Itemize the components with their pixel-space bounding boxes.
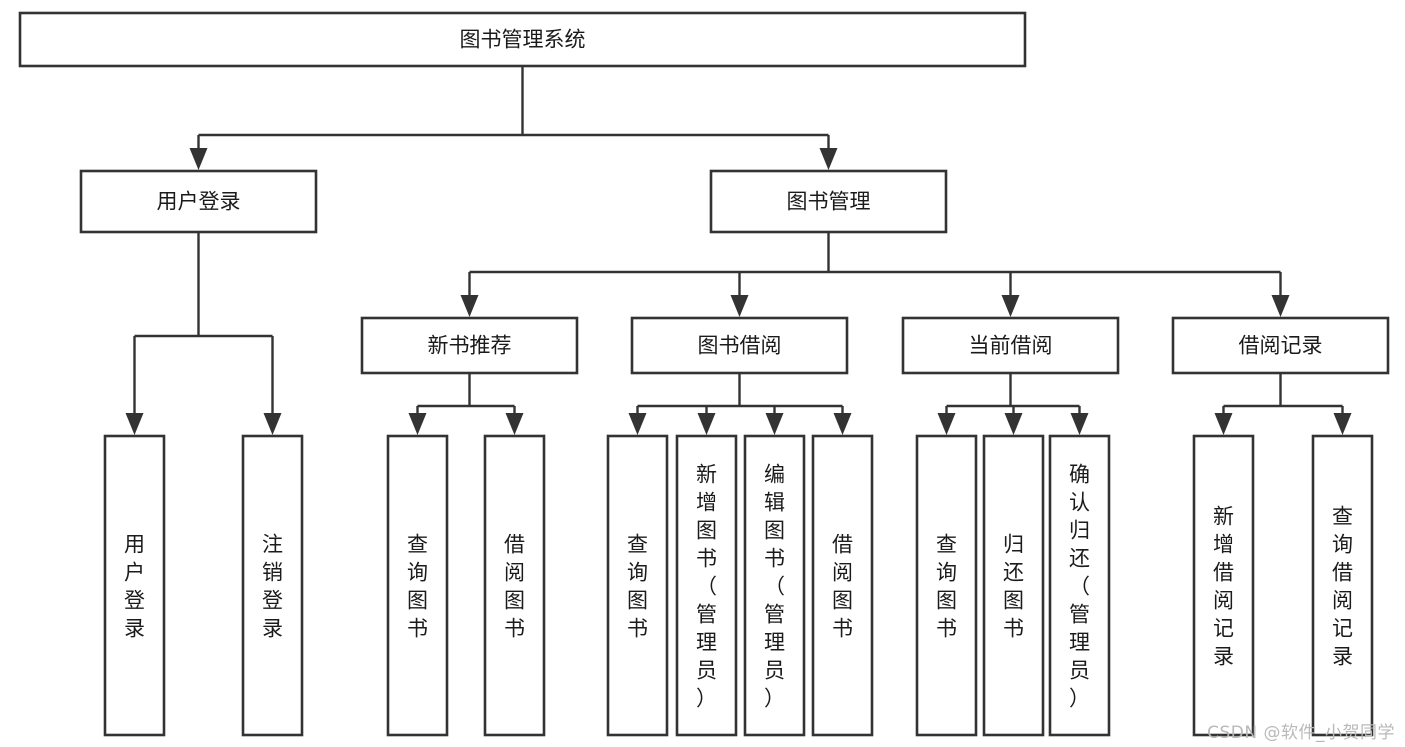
node-leaf-return-book[interactable]: 归还图书 <box>982 434 1045 737</box>
node-box-leaf-query-book-2[interactable] <box>606 434 669 737</box>
node-box-leaf-query-record[interactable] <box>1311 434 1374 737</box>
node-user-login[interactable]: 用户登录 <box>79 169 318 234</box>
arrow-head-icon <box>765 413 784 435</box>
edge-group-userlogin-to-leaves <box>125 232 282 435</box>
node-label-borrow-record: 借阅记录 <box>1239 334 1323 358</box>
node-box-user-login[interactable] <box>79 169 318 234</box>
node-label-leaf-query-record: 查询借阅记录 <box>1332 504 1353 668</box>
node-leaf-add-record[interactable]: 新增借阅记录 <box>1192 434 1255 737</box>
edge-group-bookmanage-to-level2 <box>460 232 1290 317</box>
arrow-head-icon <box>937 413 956 435</box>
edge-group-record-to-leaves <box>1214 373 1352 435</box>
node-box-leaf-query-book-3[interactable] <box>915 434 978 737</box>
node-box-leaf-return-book[interactable] <box>982 434 1045 737</box>
node-leaf-edit-book[interactable]: 编辑图书（管理员） <box>743 434 806 737</box>
node-layer: 图书管理系统用户登录图书管理新书推荐图书借阅当前借阅借阅记录用户登录注销登录查询… <box>18 11 1390 737</box>
node-book-borrow[interactable]: 图书借阅 <box>630 316 849 375</box>
node-box-leaf-add-record[interactable] <box>1192 434 1255 737</box>
node-root[interactable]: 图书管理系统 <box>18 11 1027 68</box>
node-box-leaf-user-login[interactable] <box>103 434 166 737</box>
node-box-leaf-borrow-book-1[interactable] <box>483 434 546 737</box>
arrow-head-icon <box>1333 413 1352 435</box>
node-box-leaf-edit-book[interactable] <box>743 434 806 737</box>
node-box-new-book-rec[interactable] <box>360 316 579 375</box>
node-label-leaf-query-book-1: 查询图书 <box>407 532 428 640</box>
node-leaf-borrow-book-2[interactable]: 借阅图书 <box>811 434 874 737</box>
arrow-head-icon <box>628 413 647 435</box>
arrow-head-icon <box>1271 295 1290 317</box>
arrow-head-icon <box>697 413 716 435</box>
edge-group-root-to-level1 <box>189 66 838 170</box>
arrow-head-icon <box>1070 413 1089 435</box>
node-leaf-borrow-book-1[interactable]: 借阅图书 <box>483 434 546 737</box>
node-label-leaf-edit-book: 编辑图书（管理员） <box>764 462 785 710</box>
node-leaf-logout[interactable]: 注销登录 <box>241 434 304 737</box>
node-box-current-borrow[interactable] <box>901 316 1120 375</box>
arrow-head-icon <box>819 148 838 170</box>
node-box-borrow-record[interactable] <box>1171 316 1390 375</box>
arrow-head-icon <box>1004 413 1023 435</box>
node-current-borrow[interactable]: 当前借阅 <box>901 316 1120 375</box>
node-leaf-add-book[interactable]: 新增图书（管理员） <box>675 434 738 737</box>
arrow-head-icon <box>189 148 208 170</box>
node-label-user-login: 用户登录 <box>157 190 241 214</box>
node-label-book-borrow: 图书借阅 <box>698 334 782 358</box>
node-box-book-borrow[interactable] <box>630 316 849 375</box>
node-book-manage[interactable]: 图书管理 <box>709 169 948 234</box>
node-borrow-record[interactable]: 借阅记录 <box>1171 316 1390 375</box>
node-label-new-book-rec: 新书推荐 <box>428 334 512 358</box>
node-label-leaf-logout: 注销登录 <box>262 532 283 640</box>
node-leaf-confirm-return[interactable]: 确认归还（管理员） <box>1048 434 1111 737</box>
node-label-leaf-confirm-return: 确认归还（管理员） <box>1069 462 1090 710</box>
connector-layer <box>125 66 1352 435</box>
arrow-head-icon <box>460 295 479 317</box>
csdn-watermark: CSDN @软件_小贺同学 <box>1207 723 1395 743</box>
node-label-leaf-add-record: 新增借阅记录 <box>1213 504 1234 668</box>
arrow-head-icon <box>263 413 282 435</box>
node-label-leaf-query-book-2: 查询图书 <box>627 532 648 640</box>
node-label-leaf-user-login: 用户登录 <box>124 532 145 640</box>
node-label-current-borrow: 当前借阅 <box>969 334 1053 358</box>
node-label-leaf-add-book: 新增图书（管理员） <box>696 462 717 710</box>
node-leaf-query-book-2[interactable]: 查询图书 <box>606 434 669 737</box>
arrow-head-icon <box>1001 295 1020 317</box>
arrow-head-icon <box>730 295 749 317</box>
node-new-book-rec[interactable]: 新书推荐 <box>360 316 579 375</box>
node-box-leaf-logout[interactable] <box>241 434 304 737</box>
node-box-leaf-query-book-1[interactable] <box>386 434 449 737</box>
edge-group-current-to-leaves <box>937 373 1089 435</box>
arrow-head-icon <box>505 413 524 435</box>
node-box-root[interactable] <box>18 11 1027 68</box>
node-box-leaf-borrow-book-2[interactable] <box>811 434 874 737</box>
node-label-leaf-borrow-book-1: 借阅图书 <box>504 532 525 640</box>
node-leaf-query-record[interactable]: 查询借阅记录 <box>1311 434 1374 737</box>
arrow-head-icon <box>1214 413 1233 435</box>
node-leaf-query-book-3[interactable]: 查询图书 <box>915 434 978 737</box>
arrow-head-icon <box>833 413 852 435</box>
node-label-leaf-return-book: 归还图书 <box>1003 532 1024 640</box>
node-label-root: 图书管理系统 <box>460 28 586 52</box>
node-label-leaf-query-book-3: 查询图书 <box>936 532 957 640</box>
edge-group-borrow-to-leaves <box>628 373 852 435</box>
arrow-head-icon <box>125 413 144 435</box>
node-box-book-manage[interactable] <box>709 169 948 234</box>
node-box-leaf-confirm-return[interactable] <box>1048 434 1111 737</box>
node-label-book-manage: 图书管理 <box>787 190 871 214</box>
node-box-leaf-add-book[interactable] <box>675 434 738 737</box>
arrow-head-icon <box>408 413 427 435</box>
edge-group-newbook-to-leaves <box>408 373 524 435</box>
node-leaf-query-book-1[interactable]: 查询图书 <box>386 434 449 737</box>
node-label-leaf-borrow-book-2: 借阅图书 <box>832 532 853 640</box>
node-leaf-user-login[interactable]: 用户登录 <box>103 434 166 737</box>
